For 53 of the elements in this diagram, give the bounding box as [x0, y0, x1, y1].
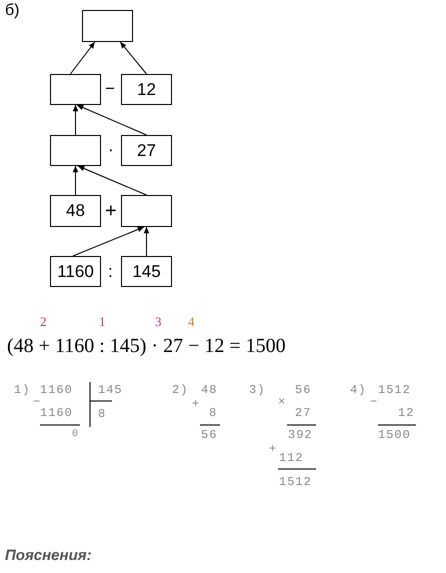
step-number: 3) — [249, 384, 266, 396]
empty-box — [82, 10, 133, 42]
operation-sign: − — [105, 80, 115, 97]
digit: 1160 — [40, 407, 73, 419]
digit: 0 — [72, 430, 80, 440]
digit: 392 — [288, 429, 313, 441]
order-number: 4 — [188, 315, 194, 328]
arrow — [70, 42, 96, 74]
digit: 1500 — [378, 429, 411, 441]
digit: 1160 — [40, 384, 73, 396]
operation-sign: × — [278, 396, 286, 408]
empty-box — [121, 195, 172, 227]
digit: 56 — [201, 429, 218, 441]
step-number: 1) — [14, 384, 30, 396]
section-letter: б) — [5, 3, 20, 19]
arrow — [72, 166, 78, 196]
operation-sign: + — [192, 398, 200, 410]
order-number: 3 — [155, 315, 162, 328]
digit: 1512 — [378, 384, 411, 396]
arrow — [78, 166, 147, 196]
step-number: 4) — [350, 384, 366, 396]
digit: 8 — [209, 407, 218, 419]
number-box: 48 — [50, 195, 101, 227]
operation-sign: + — [269, 443, 276, 455]
expression: (48 + 1160 : 145) · 27 − 12 = 1500 — [7, 336, 286, 356]
operation-sign: : — [108, 263, 113, 280]
digit: 27 — [295, 407, 312, 419]
operation-sign: · — [108, 141, 114, 158]
digit: 112 — [279, 452, 304, 464]
arrow — [72, 104, 78, 136]
arrow — [72, 226, 144, 256]
operation-sign: − — [370, 396, 378, 408]
explanation-heading: Пояснения: — [5, 548, 92, 563]
empty-box — [50, 74, 101, 105]
empty-box — [50, 135, 101, 166]
arrow — [76, 104, 147, 136]
digit: 1512 — [279, 476, 312, 488]
arrow — [120, 42, 147, 74]
arrow — [144, 226, 150, 256]
number-box: 145 — [121, 256, 172, 287]
digit: 12 — [398, 407, 414, 419]
step-number: 2) — [172, 384, 188, 396]
digit: 56 — [295, 384, 312, 396]
number-box: 12 — [121, 74, 172, 105]
operation-sign: − — [33, 396, 40, 408]
operation-sign: + — [105, 201, 117, 221]
digit: 8 — [98, 408, 106, 420]
order-number: 2 — [40, 315, 46, 328]
number-box: 1160 — [50, 256, 101, 287]
digit: 145 — [98, 384, 123, 396]
order-number: 1 — [99, 315, 106, 328]
digit: 48 — [201, 384, 218, 396]
number-box: 27 — [121, 135, 172, 166]
